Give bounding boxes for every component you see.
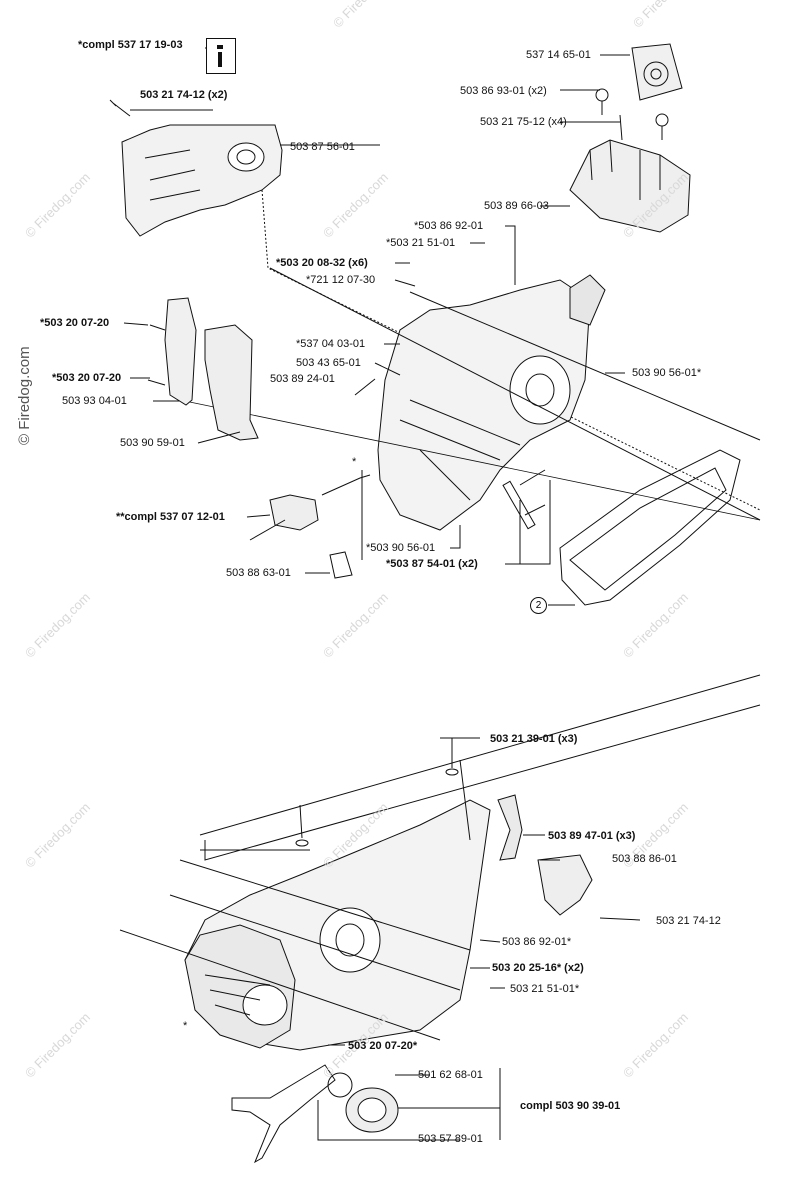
part-label: 503 57 89-01: [418, 1133, 483, 1145]
part-label: *503 90 56-01: [366, 542, 436, 554]
part-label: *537 04 03-01: [296, 338, 366, 350]
part-label: 503 88 86-01: [612, 853, 677, 865]
part-label: 503 86 93-01 (x2): [460, 85, 547, 97]
crankcase-upper: [377, 279, 591, 531]
part-label: 537 14 65-01: [526, 49, 591, 61]
gasket: [559, 449, 741, 606]
part-label: 503 93 04-01: [62, 395, 127, 407]
part-label: 503 21 74-12: [656, 915, 721, 927]
part-label: 503 21 51-01*: [510, 983, 580, 995]
asterisk-note: *: [352, 456, 357, 468]
part-label: *503 87 54-01 (x2): [386, 558, 478, 570]
part-label: *503 20 07-20: [40, 317, 110, 329]
filter-cover: [631, 43, 683, 101]
part-label: *503 20 07-20: [52, 372, 122, 384]
part-label: *503 86 92-01: [414, 220, 484, 232]
heat-shield: [537, 854, 593, 916]
part-label: 503 21 75-12 (x4): [480, 116, 567, 128]
part-label: 503 20 07-20*: [348, 1040, 418, 1052]
brake-spring-plate: [204, 324, 259, 441]
part-label: 503 43 65-01: [296, 357, 361, 369]
part-label: 503 89 47-01 (x3): [548, 830, 636, 842]
callout-2: 2: [530, 597, 547, 614]
part-label: *503 21 51-01: [386, 237, 456, 249]
chain-guard: [121, 124, 283, 237]
watermark-vertical: © Firedog.com: [16, 346, 33, 445]
part-label: 503 21 74-12 (x2): [140, 89, 228, 101]
part-label: *503 20 08-32 (x6): [276, 257, 368, 269]
part-label: 503 20 25-16* (x2): [492, 962, 584, 974]
part-label: *compl 537 17 19-03: [78, 39, 183, 51]
brake-plate: [164, 297, 197, 406]
bumper-spike: [497, 794, 523, 861]
part-label: 503 89 66-03: [484, 200, 549, 212]
asterisk-note: *: [183, 1020, 188, 1032]
part-label: 503 21 39-01 (x3): [490, 733, 578, 745]
part-label: 501 62 68-01: [418, 1069, 483, 1081]
tool-icon: [206, 38, 236, 74]
part-label: *721 12 07-30: [306, 274, 376, 286]
part-label: 503 90 56-01*: [632, 367, 702, 379]
fuel-cap-strap: [231, 1064, 336, 1164]
part-label: 503 86 92-01*: [502, 936, 572, 948]
part-label: compl 503 90 39-01: [520, 1100, 621, 1112]
part-label: 503 88 63-01: [226, 567, 291, 579]
front-handle-cover: [184, 924, 296, 1049]
part-label: **compl 537 07 12-01: [116, 511, 225, 523]
part-label: 503 89 24-01: [270, 373, 335, 385]
part-label: 503 90 59-01: [120, 437, 185, 449]
part-label: 503 87 56-01: [290, 141, 355, 153]
